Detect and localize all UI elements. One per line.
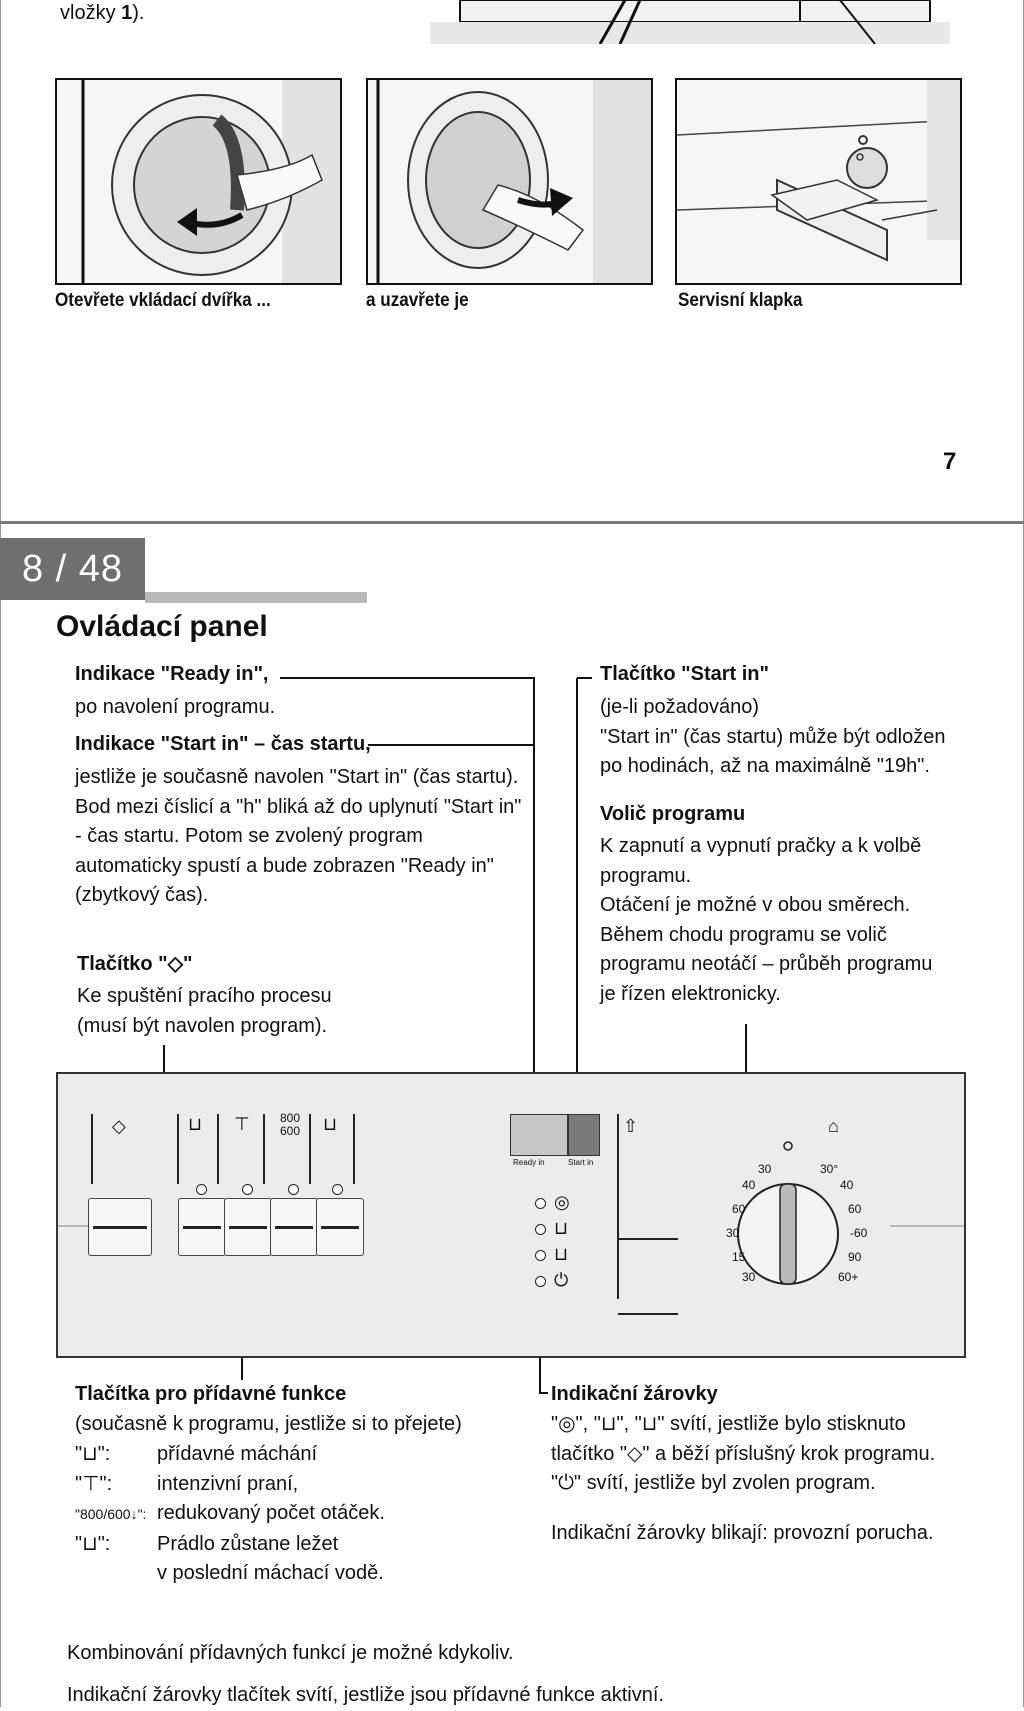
dial-label: 60 (732, 1202, 746, 1216)
figure-service-flap (675, 78, 962, 285)
rinse-icon: ⊔ (554, 1218, 569, 1238)
wash-icon: ⊔ (554, 1244, 569, 1264)
machine-top-illustration (430, 0, 950, 44)
rinse-hold-icon: ⊔ (323, 1114, 338, 1134)
start-in-button-panel[interactable] (568, 1114, 600, 1156)
start-in-panel-label: Start in (568, 1158, 594, 1167)
page-number: 7 (943, 448, 957, 475)
power-icon: ⏻ (554, 1270, 569, 1290)
ready-in-title: Indikace "Ready in", (75, 663, 269, 685)
speed-reduction-button[interactable] (270, 1198, 318, 1256)
dial-label: 30° (820, 1162, 839, 1176)
start-button-text: Ke spuštění pracího procesu (musí být na… (77, 985, 332, 1037)
rinse-plus-button[interactable] (178, 1198, 226, 1256)
dial-label: 15 (732, 1250, 746, 1264)
bottom-line-2: Indikační žárovky tlačítek svítí, jestli… (67, 1684, 664, 1706)
lamp-wash (535, 1250, 546, 1261)
top-text: vložky 1). (60, 2, 145, 24)
start-symbol-icon: ◇ (112, 1116, 126, 1136)
lamp-speed (288, 1184, 299, 1195)
start-button[interactable] (88, 1198, 152, 1256)
dial-label: 30 (726, 1226, 740, 1240)
start-in-display-title: Indikace "Start in" – čas startu, (75, 733, 371, 755)
program-selector-text: K zapnutí a vypnutí pračky a k volbě pro… (600, 835, 933, 1005)
lamp-rinse-plus (196, 1184, 207, 1195)
cotton-icon: ⇧ (623, 1116, 639, 1136)
indicator-lamps-text: "◎", "⊔", "⊔" svítí, jestliže bylo stisk… (551, 1413, 936, 1494)
caption-close-door: a uzavřete je (366, 290, 469, 311)
ready-in-panel-label: Ready in (513, 1158, 545, 1167)
page-counter-badge: 8 / 48 (0, 538, 145, 600)
dial-label: 60+ (838, 1270, 859, 1284)
easy-care-icon: ⌂ (828, 1116, 839, 1136)
intensive-wash-button[interactable] (224, 1198, 272, 1256)
lamp-spin (535, 1198, 546, 1209)
extra-functions-list: "⊔":přídavné máchání "⊤":intenzivní pran… (75, 1443, 385, 1584)
caption-service-flap: Servisní klapka (678, 290, 803, 311)
lamp-program-selected (535, 1276, 546, 1287)
ready-in-text: po navolení programu. (75, 696, 276, 718)
indicator-lamps-note: Indikační žárovky blikají: provozní poru… (551, 1522, 934, 1544)
caption-open-door: Otevřete vkládací dvířka ... (55, 290, 271, 311)
bottom-line-1: Kombinování přídavných funkcí je možné k… (67, 1642, 514, 1664)
ready-in-display (510, 1114, 568, 1156)
lamp-rinse (535, 1224, 546, 1235)
indicator-lamps-title: Indikační žárovky (551, 1383, 718, 1405)
dial-label: 30 (758, 1162, 772, 1176)
dial-label: -60 (850, 1226, 868, 1240)
dial-label: 90 (848, 1250, 862, 1264)
program-selector-dial[interactable] (678, 1134, 898, 1334)
spin-icon: ◎ (554, 1192, 570, 1212)
dial-label: 40 (742, 1178, 756, 1192)
panel-separators (58, 1114, 964, 1315)
start-in-display-text: jestliže je současně navolen "Start in" … (75, 766, 522, 906)
extra-functions-subtitle: (současně k programu, jestliže si to pře… (75, 1413, 462, 1435)
figure-close-door (366, 78, 653, 285)
start-in-button-title: Tlačítko "Start in" (600, 663, 769, 685)
lamp-intensive (242, 1184, 253, 1195)
dial-label: 40 (840, 1178, 854, 1192)
dial-label: 30 (742, 1270, 756, 1284)
start-button-title: Tlačítko "◇" (77, 953, 193, 975)
extra-functions-title: Tlačítka pro přídavné funkce (75, 1383, 347, 1405)
rinse-plus-icon: ⊔ (188, 1114, 203, 1134)
lamp-rinse-hold (332, 1184, 343, 1195)
intensive-wash-icon: ⊤ (234, 1114, 250, 1134)
rinse-hold-button[interactable] (316, 1198, 364, 1256)
page-progress-bar (145, 592, 367, 603)
figure-open-door (55, 78, 342, 285)
dial-label: 60 (848, 1202, 862, 1216)
program-selector-title: Volič programu (600, 803, 746, 825)
section-title: Ovládací panel (56, 610, 268, 643)
start-in-button-text: (je-li požadováno) "Start in" (čas start… (600, 696, 946, 777)
page-divider (0, 521, 1024, 524)
